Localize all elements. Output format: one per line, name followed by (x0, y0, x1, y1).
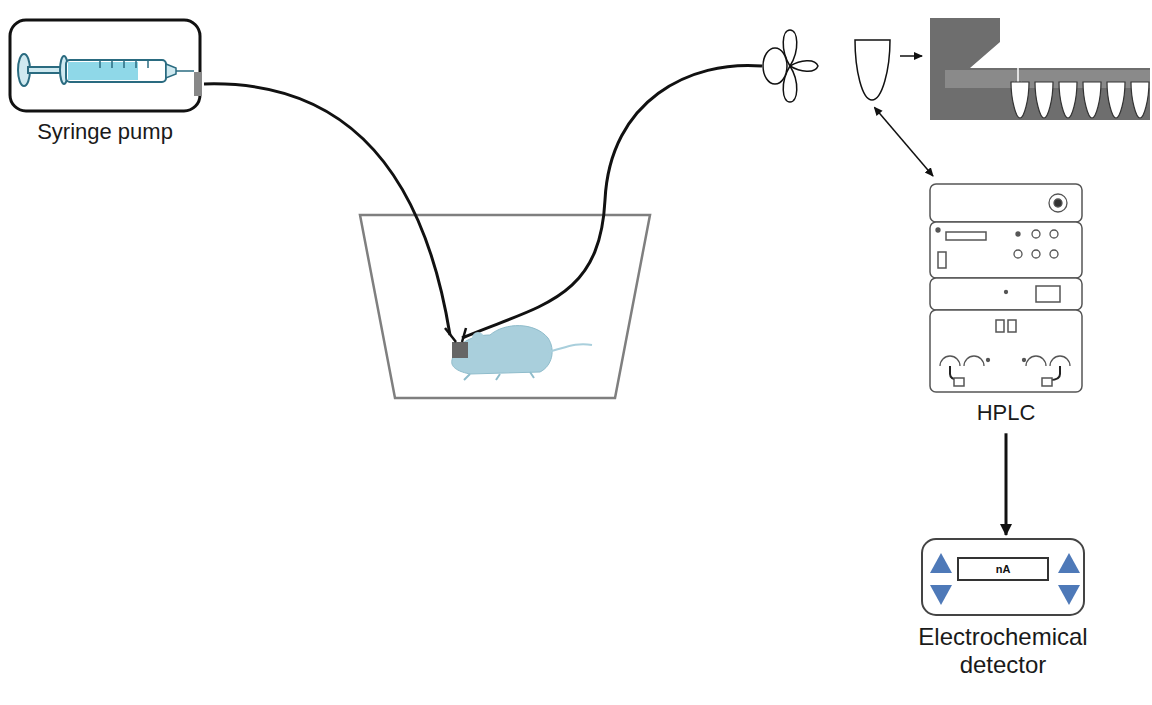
display-unit: nA (958, 561, 1048, 577)
instrument-node: Syringe pump (8, 18, 202, 146)
signal-arrow (1005, 433, 1008, 535)
collector-vials (1011, 82, 1149, 118)
instrument-node: nAElectrochemical detector (920, 537, 1086, 680)
instrument-box (920, 537, 1086, 617)
fraction-collector (930, 18, 1150, 120)
instrument-label: Syringe pump (0, 119, 215, 144)
instrument-box (8, 18, 202, 113)
probe-headpiece (452, 342, 468, 358)
instrument-box (928, 182, 1084, 394)
transfer-arrow (900, 55, 922, 57)
outlet-tubing (462, 65, 762, 338)
instrument-node: HPLC (928, 182, 1084, 427)
injection-arrow (875, 108, 933, 176)
instrument-label: HPLC (916, 400, 1096, 425)
inlet-tubing (204, 84, 450, 335)
mouse (445, 326, 592, 380)
syringe-icon (18, 54, 194, 86)
cage (360, 215, 650, 398)
swivel (763, 30, 818, 102)
instrument-label: Electrochemical detector (903, 623, 1103, 678)
collection-vial (855, 40, 890, 100)
